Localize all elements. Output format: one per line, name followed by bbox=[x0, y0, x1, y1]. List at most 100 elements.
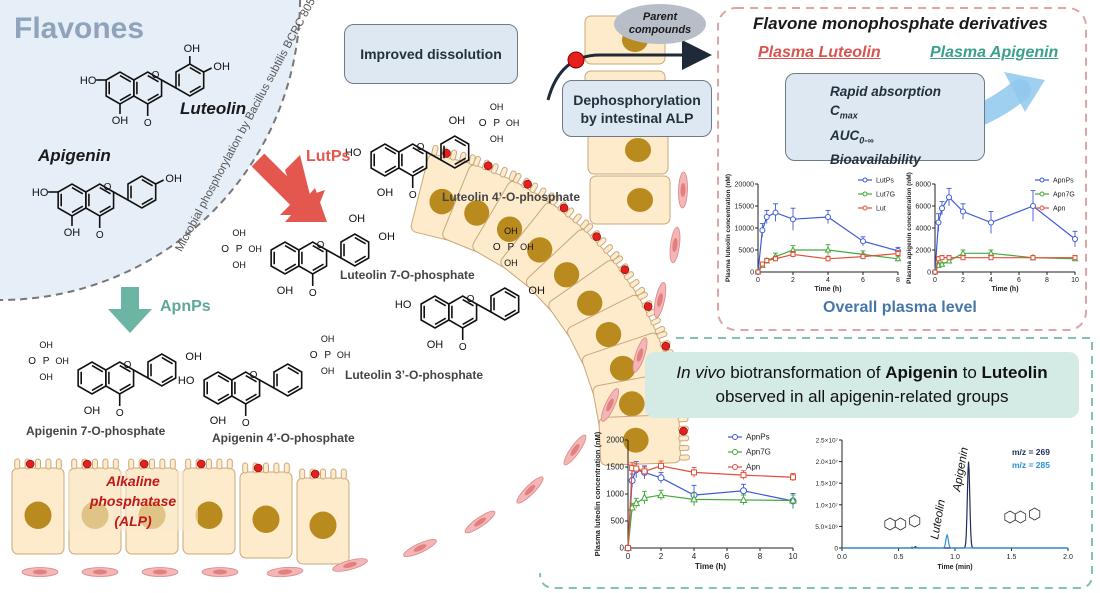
x-axis-label: Time (h) bbox=[991, 286, 1018, 293]
fibroblast-nucleus bbox=[570, 444, 580, 456]
atom-label: O bbox=[96, 230, 104, 241]
title-part2: biotransformation of bbox=[725, 363, 886, 382]
data-point bbox=[641, 468, 648, 475]
data-point bbox=[825, 214, 831, 220]
atom-label: OH bbox=[84, 405, 101, 417]
cell-nucleus bbox=[464, 200, 490, 226]
cell-nucleus bbox=[252, 505, 280, 534]
cell-nucleus bbox=[595, 322, 622, 348]
epithelial-cell bbox=[442, 155, 517, 255]
data-point bbox=[640, 493, 649, 501]
atom-label: OH bbox=[210, 415, 227, 427]
x-tick-label: 2 bbox=[659, 552, 664, 561]
y-tick-label: 500 bbox=[611, 517, 625, 526]
cell-nucleus bbox=[553, 262, 580, 288]
microvillus bbox=[431, 144, 439, 156]
pk-cmax-main: C bbox=[830, 103, 840, 118]
pk-auc: AUC0-∞ bbox=[830, 126, 984, 151]
legend-entry: m/z = 269 bbox=[1012, 447, 1050, 457]
data-point bbox=[755, 269, 761, 275]
data-point bbox=[763, 214, 770, 220]
microvillus bbox=[71, 458, 78, 470]
atom-label: O bbox=[459, 342, 467, 353]
atom-label: HO bbox=[32, 187, 49, 199]
fibroblast-nucleus bbox=[657, 293, 663, 307]
pk-auc-main: AUC bbox=[830, 127, 860, 143]
atom-label: HO bbox=[395, 299, 412, 311]
y-tick-label: 4000 bbox=[915, 225, 931, 232]
fibroblast bbox=[678, 171, 688, 209]
cell-nucleus bbox=[609, 355, 636, 381]
legend-marker bbox=[862, 191, 868, 197]
atom-label: O bbox=[104, 182, 112, 193]
microvillus bbox=[14, 458, 21, 470]
microvillus bbox=[242, 462, 249, 474]
fibroblast bbox=[516, 476, 544, 504]
plasma-panel-border bbox=[717, 7, 1087, 331]
data-point bbox=[946, 194, 952, 201]
atom-label: OH bbox=[248, 244, 262, 254]
pk-cmax: Cmax bbox=[830, 101, 984, 126]
double-bond bbox=[434, 298, 447, 307]
double-bond bbox=[504, 309, 517, 318]
data-point bbox=[895, 251, 901, 257]
pk-rapid-absorption: Rapid absorption bbox=[830, 84, 941, 99]
double-bond bbox=[434, 317, 447, 326]
atom-label: HO bbox=[345, 147, 362, 159]
data-point bbox=[759, 261, 765, 267]
cell-nucleus bbox=[496, 216, 523, 242]
microvillus bbox=[529, 182, 539, 193]
atom-label: OH bbox=[165, 173, 182, 185]
fibroblast-nucleus bbox=[636, 348, 644, 362]
atom-label: O bbox=[28, 356, 36, 367]
x-tick-label: 4 bbox=[826, 277, 830, 284]
atom-label: O bbox=[221, 244, 229, 255]
fibroblast-nucleus bbox=[93, 569, 107, 575]
phosphate-dot bbox=[620, 265, 630, 275]
fibroblast bbox=[464, 510, 496, 534]
bond bbox=[476, 303, 492, 313]
phosphate-dot bbox=[661, 341, 671, 351]
flavones-dashed-arc bbox=[0, 0, 301, 301]
microvillus bbox=[45, 458, 52, 470]
cell-nucleus bbox=[527, 237, 553, 263]
double-bond bbox=[287, 385, 300, 394]
data-point bbox=[894, 254, 902, 262]
epithelial-cell bbox=[567, 291, 666, 371]
atom-label: OH bbox=[337, 350, 351, 360]
apnps-label: ApnPs bbox=[160, 298, 211, 315]
double-bond bbox=[71, 205, 84, 214]
title-luteolin: Luteolin bbox=[981, 363, 1048, 382]
microvillus bbox=[650, 317, 661, 326]
atom-label: P bbox=[493, 118, 500, 129]
microvillus bbox=[678, 444, 690, 452]
atom-label: O bbox=[479, 118, 487, 129]
microvillus bbox=[320, 468, 326, 480]
epithelial-cell bbox=[548, 255, 646, 342]
data-point bbox=[691, 469, 697, 476]
dephos-line2: by intestinal ALP bbox=[580, 109, 694, 126]
atom-label: OH bbox=[520, 242, 534, 252]
microvillus bbox=[550, 195, 560, 206]
compound-apn4: Apigenin 4’-O-phosphate bbox=[212, 431, 355, 445]
fibroblast bbox=[632, 337, 648, 373]
y-tick-label: 6000 bbox=[915, 203, 931, 210]
series-line bbox=[934, 252, 1076, 273]
biotransformation-panel-border bbox=[539, 337, 1093, 589]
legend-entry: ApnPs bbox=[1053, 177, 1074, 184]
y-tick-label: 15000 bbox=[735, 203, 755, 210]
y-tick-label: 0 bbox=[750, 269, 754, 276]
bond bbox=[113, 191, 129, 201]
ring bbox=[147, 353, 177, 387]
y-tick-label: 20000 bbox=[735, 181, 755, 188]
legend-marker bbox=[732, 434, 738, 440]
microvillus bbox=[149, 458, 155, 470]
double-bond bbox=[504, 290, 517, 299]
microvillus bbox=[679, 454, 691, 461]
data-point bbox=[988, 219, 994, 226]
data-point bbox=[988, 255, 994, 261]
atom-label: P bbox=[507, 242, 514, 253]
microvillus bbox=[513, 172, 522, 184]
double-bond bbox=[287, 366, 300, 375]
atom-label: OH bbox=[39, 372, 53, 382]
